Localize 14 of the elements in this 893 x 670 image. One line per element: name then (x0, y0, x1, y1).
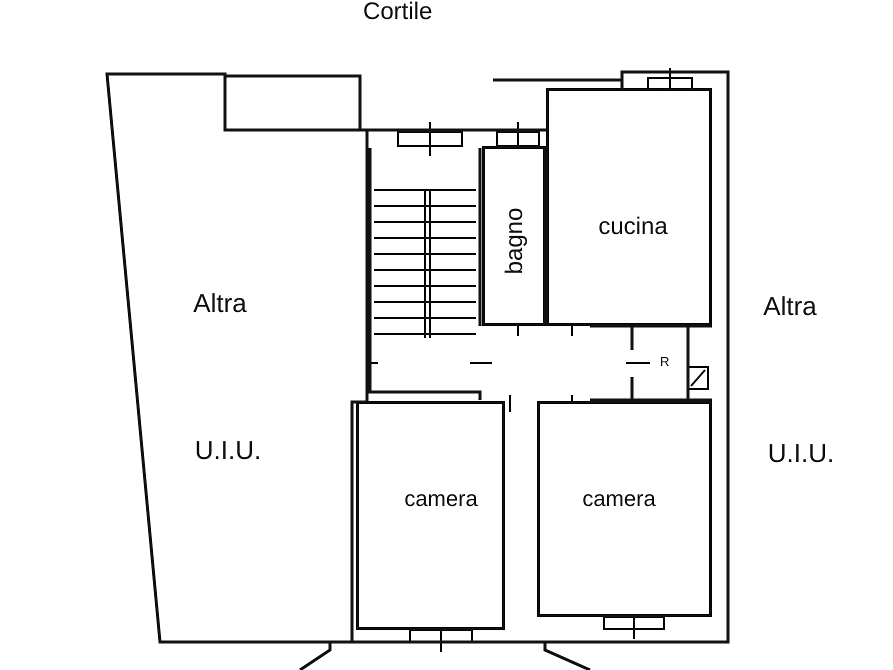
room-label: camera (582, 488, 656, 510)
room-label: cucina (598, 215, 668, 239)
room-label: bagno (503, 208, 527, 274)
room-label: U.I.U. (194, 437, 262, 463)
room-outline (482, 146, 546, 326)
room-label: Altra (193, 290, 247, 316)
room-outline (546, 88, 712, 326)
room-label: camera (404, 488, 478, 510)
room-label: U.I.U. (768, 440, 834, 466)
room-label: Altra (763, 293, 817, 319)
room-outline (356, 401, 505, 630)
room-outline (537, 401, 712, 617)
room-tag: R (660, 355, 670, 368)
area-label: Cortile (363, 0, 432, 24)
